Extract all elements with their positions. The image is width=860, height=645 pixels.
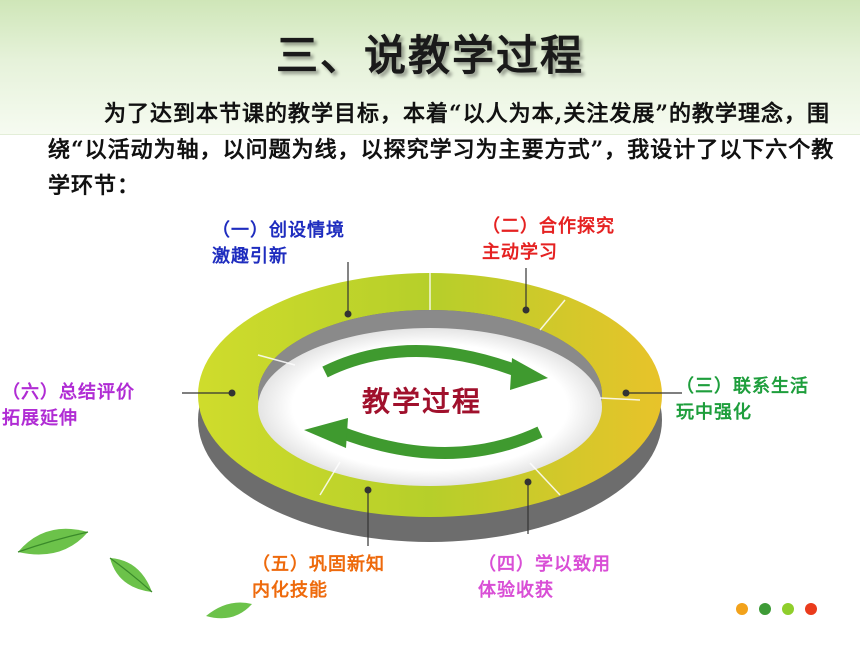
ring-segment-lines xyxy=(257,273,641,496)
slide-title: 三、说教学过程 xyxy=(275,31,584,80)
nav-dot[interactable] xyxy=(759,603,772,615)
header-band xyxy=(0,0,860,135)
intro-paragraph: 为了达到本节课的教学目标，本着“以人为本,关注发展”的教学理念，围绕“以活动为轴… xyxy=(48,101,835,199)
connector-dots xyxy=(228,306,630,494)
arrow-bottom-head-icon xyxy=(304,418,348,448)
nav-dot[interactable] xyxy=(736,603,748,615)
slide-nav-dots xyxy=(736,600,823,619)
step-4-subtitle: 体验收获 xyxy=(478,580,554,601)
arrow-bottom-icon xyxy=(337,426,543,459)
header-divider xyxy=(0,134,860,135)
step-2-subtitle: 主动学习 xyxy=(482,242,558,263)
arrow-top-head-icon xyxy=(510,358,548,390)
step-6-title: （六）总结评价 xyxy=(2,382,135,403)
nav-dot[interactable] xyxy=(805,603,818,615)
arrow-top-icon xyxy=(322,345,523,378)
connector-lines xyxy=(182,262,682,546)
step-4-label: （四）学以致用 体验收获 xyxy=(478,552,611,604)
step-5-subtitle: 内化技能 xyxy=(252,580,328,601)
step-3-label: （三）联系生活 玩中强化 xyxy=(676,374,809,426)
step-1-subtitle: 激趣引新 xyxy=(212,246,288,267)
step-3-subtitle: 玩中强化 xyxy=(676,402,752,423)
step-2-title: （二）合作探究 xyxy=(482,216,615,237)
step-5-label: （五）巩固新知 内化技能 xyxy=(252,552,385,604)
step-1-label: （一）创设情境 激趣引新 xyxy=(212,218,345,270)
step-5-title: （五）巩固新知 xyxy=(252,554,385,575)
step-4-title: （四）学以致用 xyxy=(478,554,611,575)
step-1-title: （一）创设情境 xyxy=(212,220,345,241)
step-6-subtitle: 拓展延伸 xyxy=(2,408,78,429)
step-3-title: （三）联系生活 xyxy=(676,376,809,397)
leaf-decoration-icon xyxy=(17,528,252,619)
step-2-label: （二）合作探究 主动学习 xyxy=(482,214,615,266)
center-label: 教学过程 xyxy=(362,385,483,418)
nav-dot[interactable] xyxy=(782,603,795,615)
step-6-label: （六）总结评价 拓展延伸 xyxy=(2,380,135,432)
